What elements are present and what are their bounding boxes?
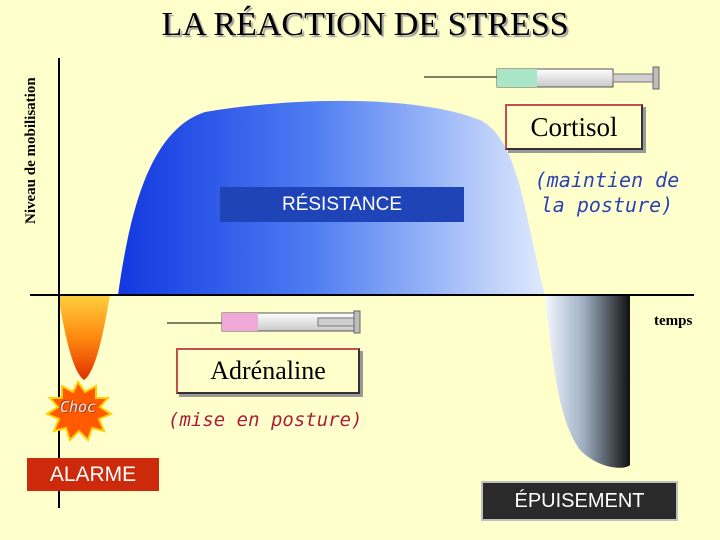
y-axis-label: Niveau de mobilisation [23, 77, 39, 224]
adrenaline-label: Adrénaline [176, 348, 360, 394]
shock-starburst [44, 380, 114, 442]
shock-label: Choc [59, 398, 97, 416]
cortisol-syringe-icon [424, 66, 660, 90]
cortisol-note-line2: la posture) [540, 193, 674, 217]
exhaustion-label: ÉPUISEMENT [481, 481, 678, 521]
resistance-label: RÉSISTANCE [220, 187, 464, 222]
page-title: LA RÉACTION DE STRESS [161, 6, 569, 43]
alarm-curve [58, 295, 110, 380]
exhaustion-curve [545, 295, 630, 468]
adrenaline-note: (mise en posture) [168, 409, 363, 431]
cortisol-note-line1: (maintien de [534, 168, 680, 192]
adrenaline-syringe-icon [167, 310, 361, 334]
cortisol-note: (maintien de la posture) [522, 168, 692, 218]
alarm-label: ALARME [27, 458, 159, 491]
cortisol-label: Cortisol [505, 104, 643, 150]
x-axis-label: temps [654, 313, 693, 329]
